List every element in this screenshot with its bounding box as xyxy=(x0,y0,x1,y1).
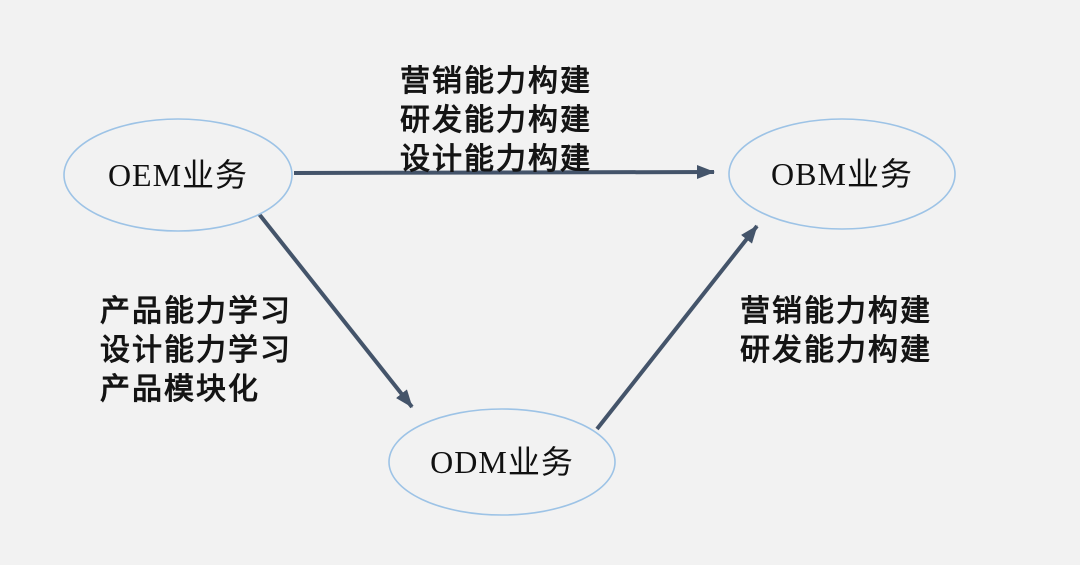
arrow-oem-to-obm xyxy=(293,165,715,180)
edge-label-line: 研发能力构建 xyxy=(740,334,932,367)
node-oem-label: OEM业务 xyxy=(107,157,249,193)
node-odm-label: ODM业务 xyxy=(430,444,574,480)
edge-label-oem-to-obm: 营销能力构建 研发能力构建 设计能力构建 xyxy=(400,62,592,179)
edge-label-line: 产品能力学习 xyxy=(100,295,292,328)
edge-label-line: 设计能力构建 xyxy=(400,143,592,176)
edge-label-line: 产品模块化 xyxy=(100,373,260,406)
arrow-oem-to-odm xyxy=(257,212,414,409)
edge-label-line: 设计能力学习 xyxy=(100,334,292,367)
edge-label-odm-to-obm: 营销能力构建 研发能力构建 xyxy=(740,292,932,370)
edge-label-line: 营销能力构建 xyxy=(740,295,932,328)
node-odm-ellipse xyxy=(388,408,616,516)
node-oem-ellipse xyxy=(63,118,293,232)
edge-label-oem-to-odm: 产品能力学习 设计能力学习 产品模块化 xyxy=(100,292,292,409)
node-obm-label: OBM业务 xyxy=(771,156,913,192)
edge-label-line: 营销能力构建 xyxy=(400,65,592,98)
edge-label-line: 研发能力构建 xyxy=(400,104,592,137)
arrow-odm-to-obm xyxy=(595,224,759,431)
node-obm-ellipse xyxy=(728,118,956,230)
